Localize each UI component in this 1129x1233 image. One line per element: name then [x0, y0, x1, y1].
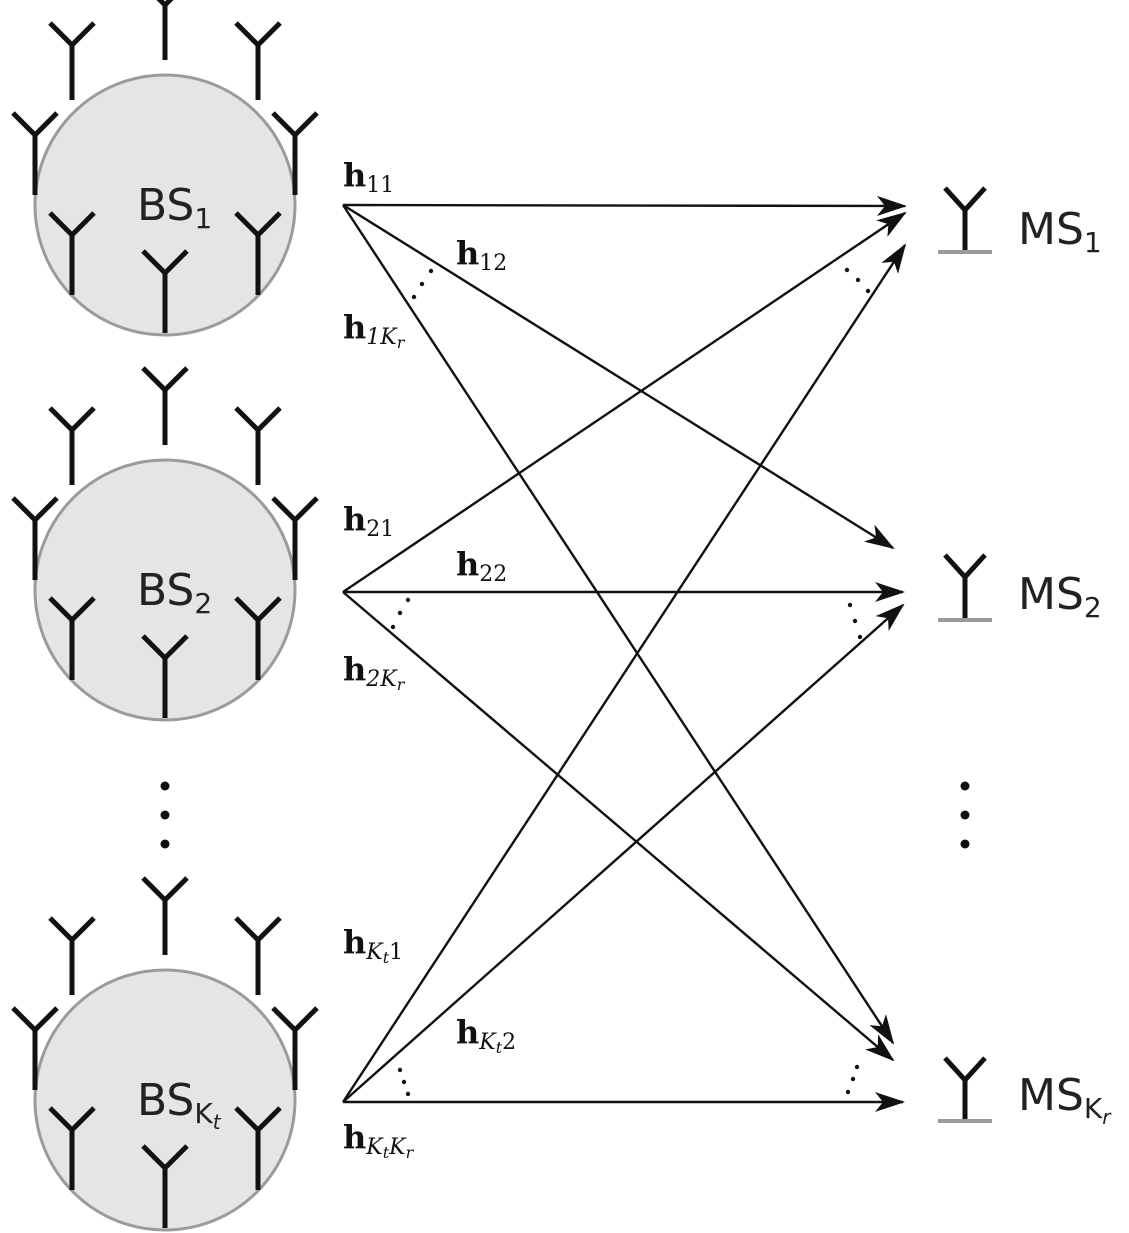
channel-label-h2kr: h2Kr	[343, 650, 406, 694]
mobile-station-3	[938, 1056, 992, 1123]
mobile-station-2	[938, 553, 992, 622]
ms-antenna-icon	[943, 1056, 987, 1121]
ms-antenna-icon	[943, 186, 987, 252]
bottom-antenna-icon	[141, 1144, 189, 1228]
top-left-antenna-icon	[48, 21, 96, 100]
ms-label-kr: MSKr	[1018, 1070, 1112, 1129]
angle-dot	[857, 634, 863, 640]
base-station-2	[11, 366, 319, 722]
angle-dot	[411, 294, 417, 300]
ms-vertical-ellipsis	[960, 781, 970, 849]
channel-label-hktkr: hKtKr	[343, 1118, 415, 1162]
bs-label-1: BS1	[137, 180, 212, 235]
angle-dot	[419, 281, 425, 287]
angle-dot	[397, 610, 403, 616]
right-antenna-icon	[271, 496, 319, 580]
angle-dot	[845, 1089, 851, 1095]
left-antenna-icon	[11, 1006, 59, 1090]
right-antenna-icon	[271, 111, 319, 195]
left-antenna-icon	[11, 111, 59, 195]
channel-label-h12: h12	[456, 234, 507, 276]
bs-label-kt: BSKt	[137, 1075, 222, 1134]
channel-links	[341, 195, 907, 1112]
channel-arrow-h12	[342, 203, 895, 550]
channel-label-hkt1: hKt1	[343, 923, 403, 967]
right-antenna-icon	[271, 1006, 319, 1090]
angle-dot	[847, 602, 853, 608]
channel-arrow-h2Kr	[342, 591, 895, 1062]
angle-dot	[865, 288, 871, 294]
angle-dot	[428, 268, 434, 274]
top-antenna-icon	[141, 366, 189, 445]
mobile-stations	[938, 186, 992, 1123]
angle-dot	[855, 277, 861, 283]
ms-label-1: MS1	[1018, 204, 1102, 259]
angle-dot	[405, 1091, 411, 1097]
channel-arrow-h11	[342, 195, 907, 216]
channel-arrow-h1Kr	[341, 204, 895, 1045]
angle-dot	[390, 624, 396, 630]
top-right-antenna-icon	[234, 406, 282, 485]
bottom-right-antenna-icon	[234, 211, 282, 295]
angle-dot	[850, 1076, 856, 1082]
bottom-left-antenna-icon	[48, 211, 96, 295]
bottom-right-antenna-icon	[234, 1106, 282, 1190]
channel-label-hkt2: hKt2	[456, 1013, 516, 1057]
angle-ellipsis-dots	[390, 267, 871, 1097]
angle-dot	[852, 618, 858, 624]
top-right-antenna-icon	[234, 916, 282, 995]
top-antenna-icon	[141, 876, 189, 955]
top-antenna-icon	[156, 0, 174, 60]
bottom-left-antenna-icon	[48, 1106, 96, 1190]
channel-label-h21: h21	[343, 500, 394, 542]
base-station-body	[33, 73, 297, 337]
top-left-antenna-icon	[48, 406, 96, 485]
bottom-antenna-icon	[141, 249, 189, 333]
ms-label-2: MS2	[1018, 569, 1102, 624]
base-station-3	[11, 876, 319, 1232]
channel-label-h11: h11	[343, 156, 394, 198]
left-antenna-icon	[11, 496, 59, 580]
base-station-body	[33, 458, 297, 722]
angle-dot	[397, 1067, 403, 1073]
bs-label-2: BS2	[137, 565, 212, 620]
bottom-left-antenna-icon	[48, 596, 96, 680]
base-station-1	[11, 0, 319, 337]
ms-antenna-icon	[943, 553, 987, 620]
angle-dot	[401, 1079, 407, 1085]
channel-label-h22: h22	[456, 545, 507, 587]
channel-arrow-h21	[342, 211, 907, 593]
bottom-right-antenna-icon	[234, 596, 282, 680]
top-left-antenna-icon	[48, 916, 96, 995]
angle-dot	[854, 1064, 860, 1070]
base-stations	[11, 0, 319, 1232]
bs-vertical-ellipsis	[160, 781, 170, 849]
mobile-station-1	[938, 186, 992, 254]
channel-arrow-hKt2	[342, 603, 905, 1103]
channel-arrow-hKt1	[341, 243, 907, 1103]
base-station-body	[33, 968, 297, 1232]
top-right-antenna-icon	[234, 21, 282, 100]
angle-dot	[844, 267, 850, 273]
channel-label-h1kr: h1Kr	[343, 308, 406, 352]
angle-dot	[405, 597, 411, 603]
bottom-antenna-icon	[141, 634, 189, 718]
